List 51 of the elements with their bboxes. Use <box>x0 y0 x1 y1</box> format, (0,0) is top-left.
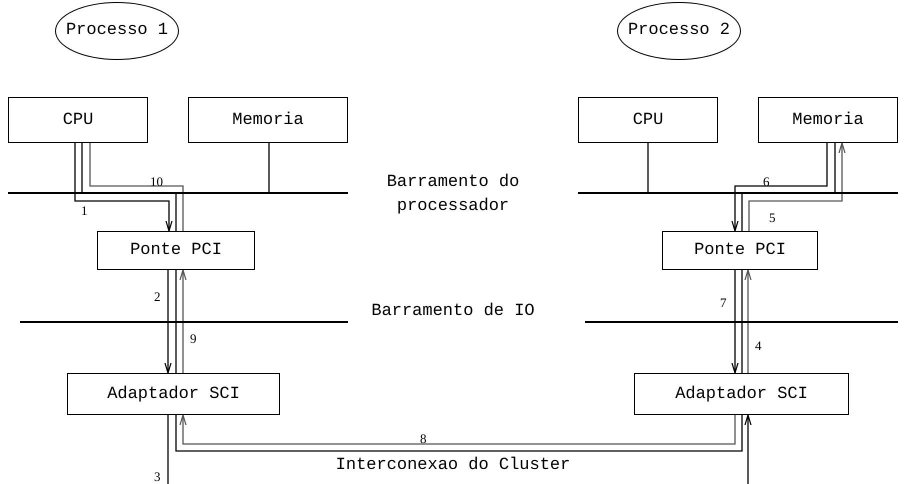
node-text: Processo 1 <box>64 20 170 42</box>
node-text: Ponte PCI <box>130 241 222 260</box>
bus-line <box>578 192 898 194</box>
component-box <box>662 231 818 270</box>
node-text: CPU <box>62 110 94 130</box>
edge-label: 2 <box>154 290 160 303</box>
node-text: CPU <box>632 110 664 130</box>
connector-line <box>741 270 743 322</box>
component-box <box>634 373 849 415</box>
connector-line <box>744 414 752 484</box>
node-text: Adaptador SCI <box>675 384 808 404</box>
component-box <box>67 373 280 415</box>
edge-label: 8 <box>420 432 426 445</box>
arrow <box>744 269 752 373</box>
node-text: Processo 2 <box>626 20 732 42</box>
component-box <box>578 97 718 143</box>
bus-line <box>20 321 348 323</box>
arrow <box>731 270 739 374</box>
connector-line <box>268 143 270 193</box>
edge-label: 4 <box>755 339 762 352</box>
edge-label: 9 <box>190 332 196 345</box>
arrow <box>74 143 173 232</box>
arrow <box>179 414 736 445</box>
component-box <box>97 231 255 270</box>
arrow <box>179 269 187 373</box>
node-text: Ponte PCI <box>694 241 786 260</box>
connector-line <box>834 143 836 193</box>
connector-line <box>175 193 177 231</box>
connector-line <box>647 143 649 193</box>
arrow <box>164 270 172 374</box>
edge-label: 7 <box>720 296 726 309</box>
bus-line <box>585 321 898 323</box>
edge-label: 10 <box>150 175 163 188</box>
component-box <box>188 97 348 143</box>
node-text: Adaptador SCI <box>107 384 240 404</box>
connector-line <box>741 193 743 231</box>
bus-line <box>8 192 348 194</box>
component-box <box>758 97 898 143</box>
connector-line <box>81 143 83 193</box>
arrow <box>748 142 846 231</box>
node-text: Memoria <box>232 110 304 130</box>
node-text: Memoria <box>792 110 864 130</box>
component-box <box>8 97 148 143</box>
edge-label: 3 <box>154 470 160 483</box>
connector-line <box>741 322 743 373</box>
edge-label: 5 <box>769 211 776 224</box>
arrow <box>731 143 828 232</box>
connector-line <box>175 322 177 373</box>
connector-line <box>175 270 177 322</box>
edge-label: 1 <box>81 204 88 217</box>
connector-line <box>175 415 743 452</box>
